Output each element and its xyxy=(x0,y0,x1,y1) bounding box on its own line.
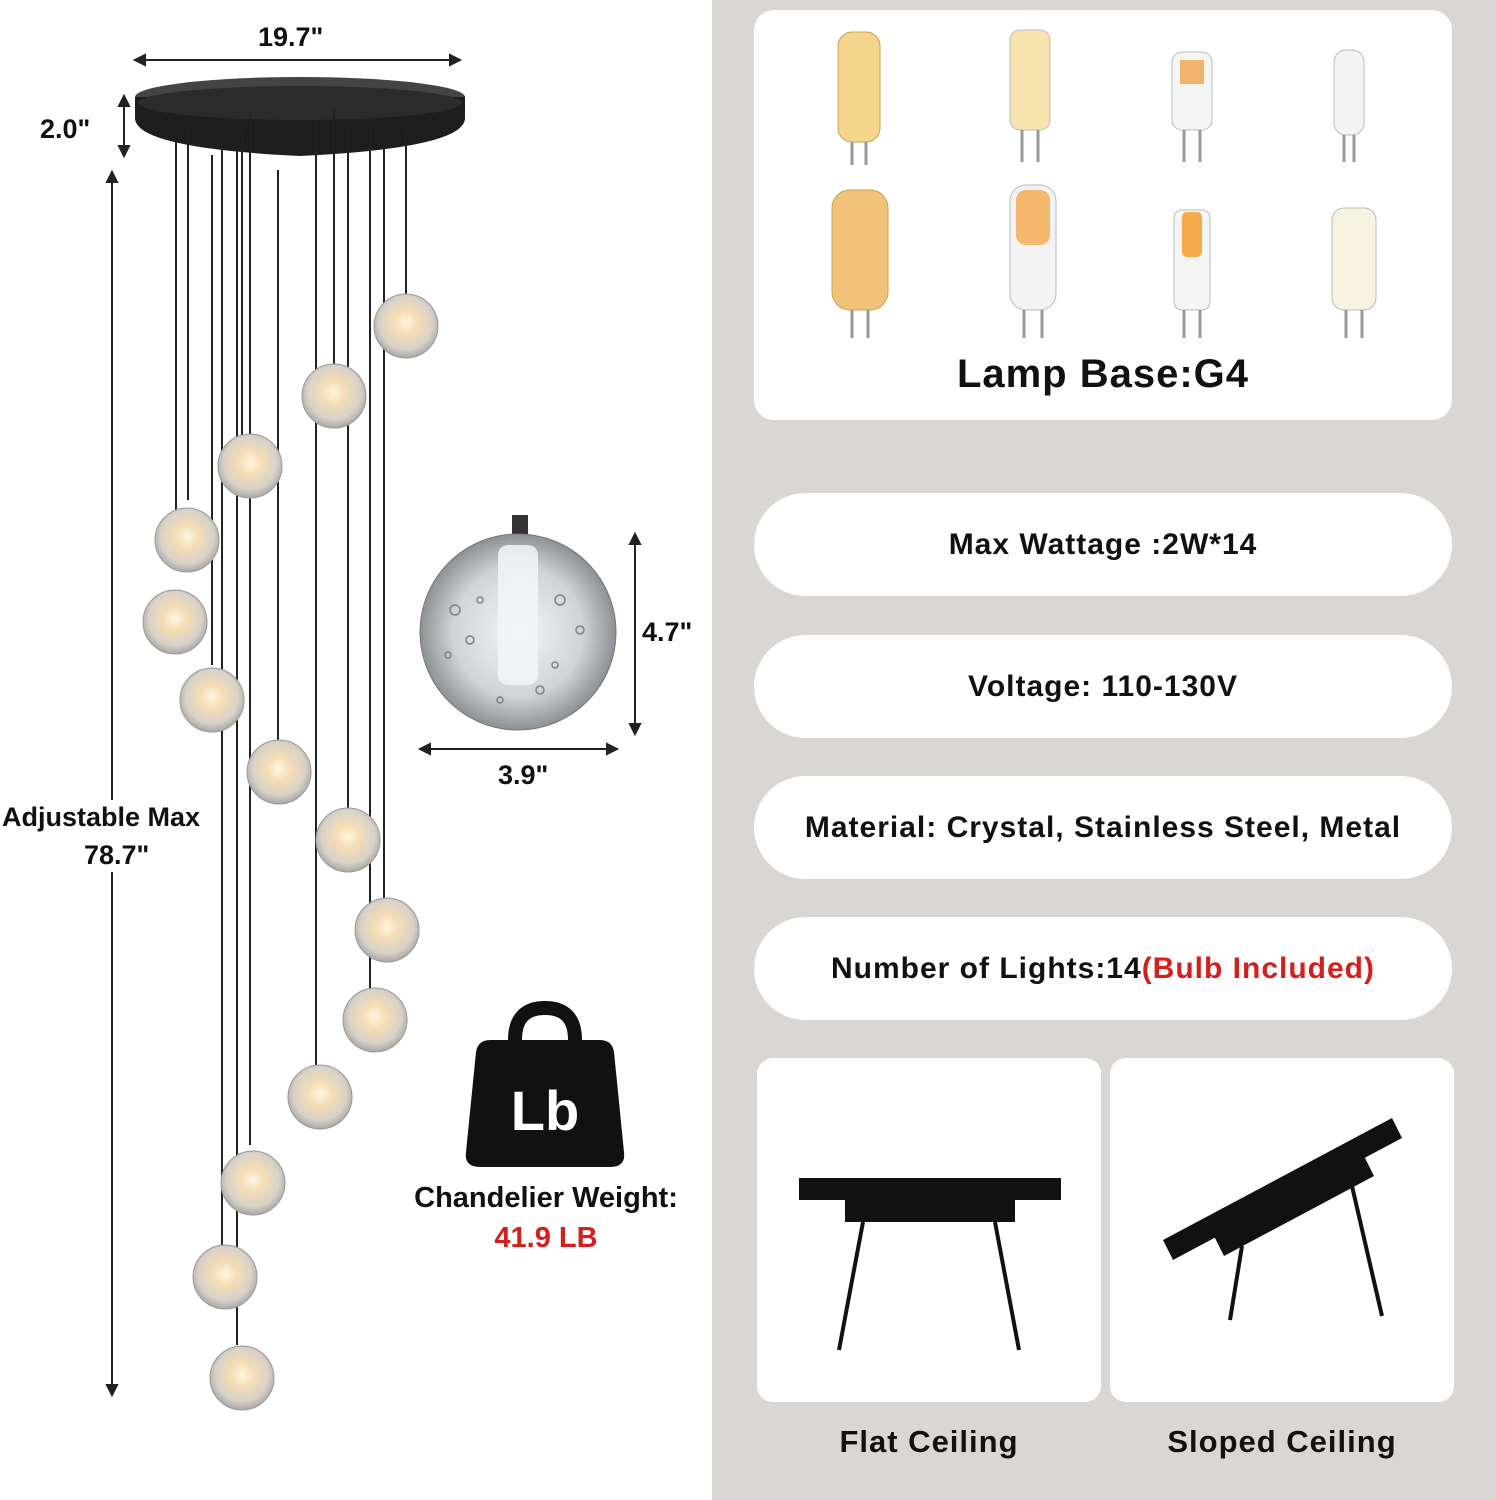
ball-height-label: 4.7" xyxy=(642,617,693,647)
max-wattage-text: Max Wattage :2W*14 xyxy=(948,527,1258,561)
sloped-ceiling-icon xyxy=(1163,1118,1402,1321)
sloped-ceiling-label: Sloped Ceiling xyxy=(1167,1424,1397,1459)
number-of-lights-pill: Number of Lights:14(Bulb Included) xyxy=(754,917,1452,1020)
bulb-included-text: (Bulb Included) xyxy=(1141,951,1375,985)
number-of-lights-text: Number of Lights:14 xyxy=(831,951,1142,985)
bulb-icons-grid xyxy=(831,29,1377,338)
sloped-ceiling-card xyxy=(1110,1058,1454,1402)
weight-value: 41.9 LB xyxy=(494,1222,598,1254)
max-wattage-pill: Max Wattage :2W*14 xyxy=(754,493,1452,596)
flat-ceiling-icon xyxy=(799,1178,1061,1351)
adjustable-length-label: Adjustable Max xyxy=(2,802,203,833)
chandelier-illustration xyxy=(105,53,642,1411)
voltage-pill: Voltage: 110-130V xyxy=(754,635,1452,738)
weight-icon-text: Lb xyxy=(510,1079,580,1142)
canopy-width-label: 19.7" xyxy=(258,22,324,52)
product-dimension-panel: 19.7" 2.0" Adjustable Max 78.7" 4.7" 3.9… xyxy=(0,0,712,1500)
flat-ceiling-card xyxy=(757,1058,1101,1402)
canopy-height-label: 2.0" xyxy=(40,114,91,144)
material-text: Material: Crystal, Stainless Steel, Meta… xyxy=(804,810,1402,844)
lamp-base-card xyxy=(754,10,1452,420)
bulb-icon xyxy=(837,31,881,165)
material-pill: Material: Crystal, Stainless Steel, Meta… xyxy=(754,776,1452,879)
voltage-text: Voltage: 110-130V xyxy=(968,669,1238,703)
adjustable-length-value: 78.7" xyxy=(84,840,150,870)
weight-label: Chandelier Weight: xyxy=(414,1182,678,1214)
ball-width-label: 3.9" xyxy=(498,760,549,790)
lamp-base-label: Lamp Base:G4 xyxy=(956,352,1250,396)
flat-ceiling-label: Flat Ceiling xyxy=(839,1424,1019,1459)
